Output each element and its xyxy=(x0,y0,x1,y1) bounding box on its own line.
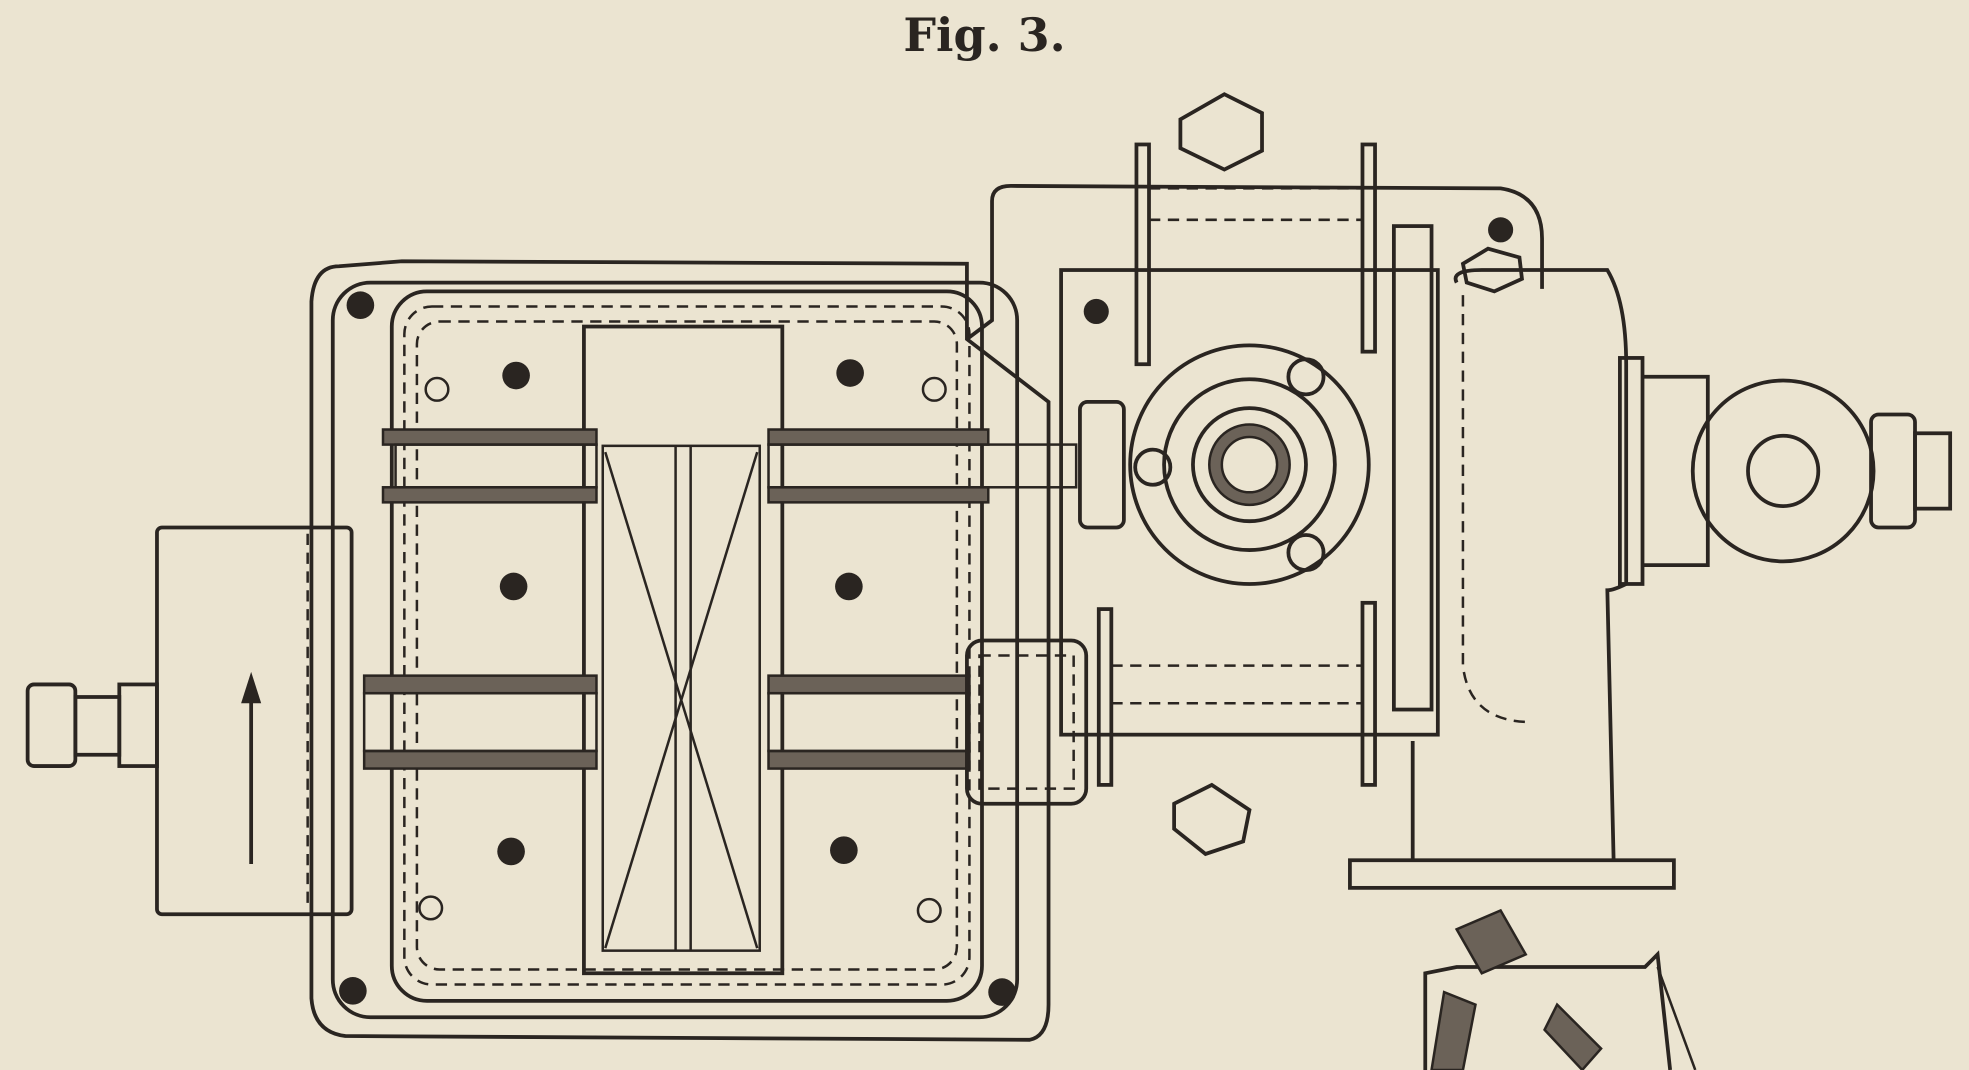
pole-rods xyxy=(362,428,1089,806)
main-housing xyxy=(309,259,1051,1042)
lower-fragment xyxy=(1423,908,1697,1070)
terminal-box xyxy=(25,525,354,917)
figure-caption: Fig. 3. xyxy=(903,8,1066,62)
bolt-holes xyxy=(339,217,1514,1006)
drive-mechanism xyxy=(965,92,1953,890)
